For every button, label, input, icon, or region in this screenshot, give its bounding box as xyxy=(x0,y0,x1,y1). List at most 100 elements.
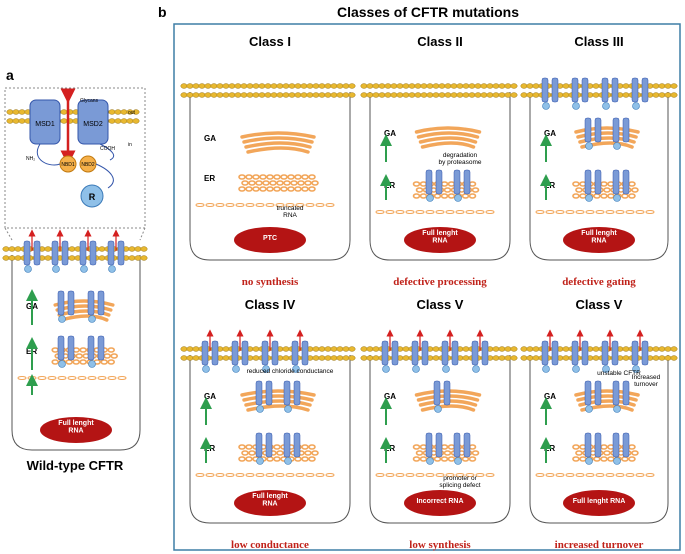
lipid-head xyxy=(664,92,672,98)
er-segment xyxy=(294,186,302,192)
lipid-head xyxy=(360,346,368,352)
rna-ellipse xyxy=(40,417,112,443)
nuclear-membrane xyxy=(585,210,595,214)
lipid-head xyxy=(186,355,194,361)
channel-helix xyxy=(117,240,125,266)
nuclear-membrane xyxy=(245,473,255,477)
er-segment xyxy=(297,180,305,186)
lipid-head xyxy=(330,346,338,352)
rna-ellipse xyxy=(234,227,306,253)
lipid-head xyxy=(60,118,68,124)
golgi-channel xyxy=(612,380,630,413)
lipid-head xyxy=(318,92,326,98)
channel-helix xyxy=(79,240,87,266)
channel-helix xyxy=(425,432,433,458)
lipid-head xyxy=(444,92,452,98)
lipid-head xyxy=(222,92,230,98)
channel-nbd xyxy=(632,102,640,110)
lipid-head xyxy=(288,83,296,89)
er-segment xyxy=(287,186,295,192)
channel-helix xyxy=(612,169,620,195)
channel-helix xyxy=(433,380,441,406)
lipid-head xyxy=(504,83,512,89)
nuclear-membrane xyxy=(645,210,655,214)
lipid-head xyxy=(414,92,422,98)
er-segment xyxy=(255,180,263,186)
er-segment xyxy=(245,174,253,180)
channel-helix xyxy=(622,117,630,143)
er-segment xyxy=(419,193,428,199)
golgi-cisterna xyxy=(246,404,310,412)
lipid-head xyxy=(276,83,284,89)
lipid-head xyxy=(312,83,320,89)
lipid-head xyxy=(562,355,570,361)
nuclear-membrane xyxy=(425,473,435,477)
lipid-head xyxy=(282,92,290,98)
lipid-head xyxy=(652,355,660,361)
ga-label: GA xyxy=(204,134,216,143)
channel-nbd xyxy=(256,405,264,413)
golgi-cisterna xyxy=(244,141,312,149)
channel-helix xyxy=(601,340,609,366)
nuclear-membrane xyxy=(305,473,315,477)
lipid-head xyxy=(18,118,26,124)
lipid-head xyxy=(336,355,344,361)
er-segment xyxy=(631,450,639,456)
channel-nbd xyxy=(472,365,480,373)
nuclear-membrane xyxy=(395,210,405,214)
lipid-head xyxy=(252,346,260,352)
er-segment xyxy=(241,180,249,186)
nuclear-membrane xyxy=(445,210,455,214)
nuclear-membrane xyxy=(595,210,605,214)
er-segment xyxy=(301,186,309,192)
channel-nbd xyxy=(542,102,550,110)
lipid-head xyxy=(372,92,380,98)
lipid-head xyxy=(140,246,148,252)
golgi-channel xyxy=(584,117,602,150)
channel-helix xyxy=(421,340,429,366)
nuclear-membrane xyxy=(275,473,285,477)
er-segment xyxy=(415,187,424,193)
ga-label: GA xyxy=(544,129,556,138)
lipid-head xyxy=(498,92,506,98)
lipid-head xyxy=(324,92,332,98)
golgi-cisterna xyxy=(576,394,638,402)
nuclear-membrane xyxy=(47,376,57,380)
nuclear-membrane xyxy=(195,473,205,477)
er-segment xyxy=(301,444,309,450)
lipid-head xyxy=(8,246,16,252)
nuclear-membrane xyxy=(575,210,585,214)
nuclear-membrane xyxy=(465,473,475,477)
golgi-cisterna xyxy=(418,136,478,144)
lipid-head xyxy=(2,255,10,261)
lipid-head xyxy=(252,83,260,89)
er-segment xyxy=(238,444,246,450)
er-channel xyxy=(453,432,471,465)
channel-helix xyxy=(612,432,620,458)
lipid-head xyxy=(532,83,540,89)
msd1-label: MSD1 xyxy=(35,121,55,128)
er-segment xyxy=(276,180,284,186)
ga-label: GA xyxy=(384,392,396,401)
channel-helix xyxy=(463,432,471,458)
channel-helix xyxy=(641,340,649,366)
lipid-head xyxy=(68,246,76,252)
lipid-head xyxy=(120,118,128,124)
lipid-head xyxy=(658,355,666,361)
er-label: ER xyxy=(204,174,215,183)
er-segment xyxy=(415,450,424,456)
lipid-head xyxy=(468,92,476,98)
lipid-head xyxy=(562,83,570,89)
er-channel xyxy=(87,335,105,368)
channel-helix xyxy=(471,340,479,366)
lipid-head xyxy=(378,83,386,89)
lipid-head xyxy=(432,92,440,98)
lipid-head xyxy=(360,355,368,361)
channel-nbd xyxy=(542,365,550,373)
lipid-head xyxy=(526,346,534,352)
er-segment xyxy=(266,174,274,180)
nuclear-membrane xyxy=(225,203,235,207)
